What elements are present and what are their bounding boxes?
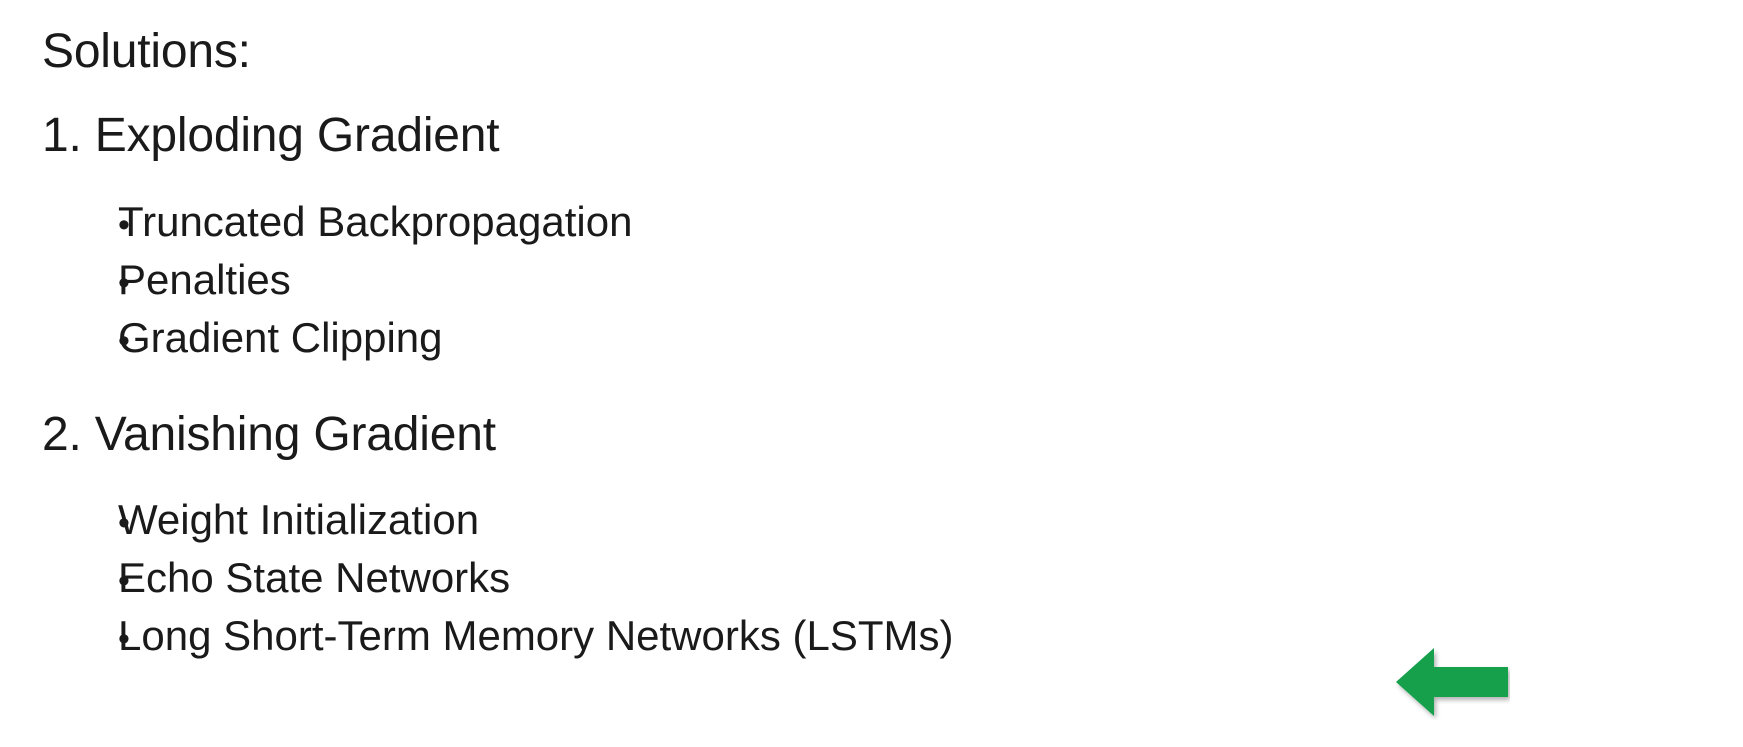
list-item-label: Echo State Networks: [118, 554, 511, 601]
bullet-dot-icon: •: [118, 322, 130, 360]
list-item-label: Long Short-Term Memory Networks (LSTMs): [118, 612, 954, 659]
list-item: • Weight Initialization: [42, 491, 1702, 549]
list-item-label: Truncated Backpropagation: [118, 198, 633, 245]
arrow-left-icon: [1394, 644, 1510, 720]
bullet-dot-icon: •: [118, 562, 130, 600]
list-item: • Truncated Backpropagation: [42, 193, 1702, 251]
bullet-dot-icon: •: [118, 264, 130, 302]
list-item-label: Penalties: [118, 256, 291, 303]
section-exploding-gradient: 1. Exploding Gradient • Truncated Backpr…: [42, 112, 1702, 367]
section-vanishing-gradient: 2. Vanishing Gradient • Weight Initializ…: [42, 411, 1702, 665]
section-heading-1: 1. Exploding Gradient: [42, 109, 500, 162]
page-title: Solutions:: [42, 25, 251, 78]
list-item: • Long Short-Term Memory Networks (LSTMs…: [42, 607, 1702, 665]
bullet-dot-icon: •: [118, 620, 130, 658]
bullet-list-1: • Truncated Backpropagation • Penalties …: [42, 193, 1702, 367]
slide-content: Solutions: 1. Exploding Gradient • Trunc…: [42, 28, 1702, 665]
section-heading-2: 2. Vanishing Gradient: [42, 408, 496, 461]
bullet-dot-icon: •: [118, 504, 130, 542]
bullet-list-2: • Weight Initialization • Echo State Net…: [42, 491, 1702, 665]
section-spacer: [42, 367, 1702, 411]
list-item-label: Weight Initialization: [118, 496, 480, 543]
list-item-label: Gradient Clipping: [118, 314, 443, 361]
bullet-dot-icon: •: [118, 206, 130, 244]
list-item: • Echo State Networks: [42, 549, 1702, 607]
list-item: • Penalties: [42, 251, 1702, 309]
list-item: • Gradient Clipping: [42, 309, 1702, 367]
